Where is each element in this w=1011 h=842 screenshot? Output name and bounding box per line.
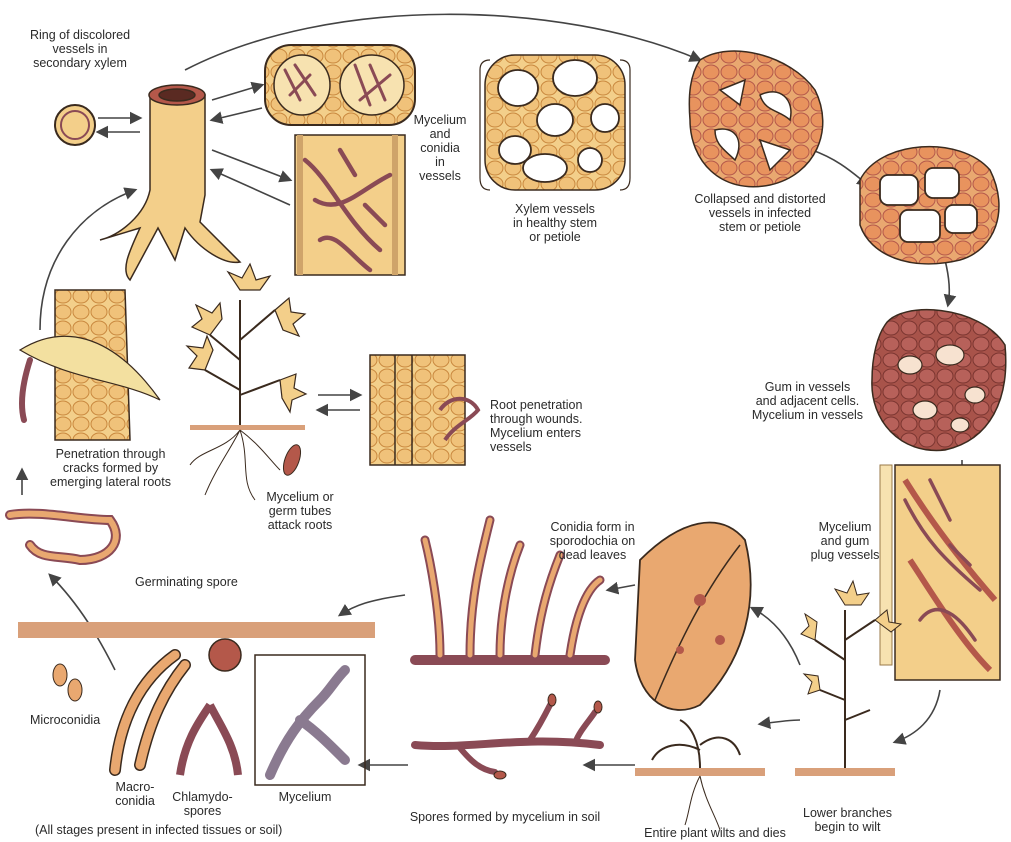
dead-leaf — [635, 523, 751, 710]
label-mycelium-conidia-vessels: Mycelium and conidia in vessels — [405, 113, 475, 183]
arrow-topcells-to-stem — [212, 108, 262, 120]
arrow-sporodochia-to-soil — [340, 595, 405, 615]
arrow-plug-to-plant — [895, 690, 940, 742]
label-gum-in-vessels: Gum in vessels and adjacent cells. Mycel… — [745, 380, 870, 422]
arrow-stem-to-topcells — [212, 85, 262, 100]
germinating-spore — [10, 514, 116, 560]
label-mycelium-germ-tubes: Mycelium or germ tubes attack roots — [255, 490, 345, 532]
label-mycelium: Mycelium — [265, 790, 345, 804]
spore-stages — [53, 639, 365, 785]
vessel-hyphae — [295, 135, 405, 275]
soil-mycelium — [415, 694, 602, 779]
label-ring-discolored: Ring of discolored vessels in secondary … — [25, 28, 135, 70]
label-germinating-spore: Germinating spore — [135, 575, 265, 589]
infected-cells-top — [265, 45, 415, 125]
arrow-lower-to-wilt — [760, 720, 800, 724]
label-all-stages: (All stages present in infected tissues … — [35, 823, 335, 837]
healthy-xylem — [480, 55, 630, 190]
root-penetration-block — [370, 355, 478, 465]
label-conidia-sporodochia: Conidia form in sporodochia on dead leav… — [540, 520, 645, 562]
soil-line — [18, 622, 375, 638]
stem-base — [100, 85, 240, 280]
label-chlamydospores: Chlamydo- spores — [165, 790, 240, 818]
cells-right — [860, 147, 999, 264]
label-collapsed-distorted: Collapsed and distorted vessels in infec… — [680, 192, 840, 234]
collapsed-vessels — [689, 51, 822, 187]
ring-cross-section — [55, 105, 95, 145]
label-macroconidia: Macro- conidia — [105, 780, 165, 808]
label-xylem-healthy: Xylem vessels in healthy stem or petiole — [495, 202, 615, 244]
arrow-leaf-to-sporodochia — [608, 585, 635, 590]
label-mycelium-gum-plug: Mycelium and gum plug vessels — [810, 520, 880, 562]
arrow-stem-to-collapsed — [185, 14, 700, 70]
arrow-cells-to-gum — [945, 260, 949, 305]
gum-tissue — [872, 310, 1006, 451]
label-lower-branches-wilt: Lower branches begin to wilt — [790, 806, 905, 834]
arrow-plant-to-leaf — [752, 608, 800, 665]
label-entire-plant-wilts: Entire plant wilts and dies — [630, 826, 800, 840]
label-root-penetration: Root penetration through wounds. Myceliu… — [490, 398, 610, 454]
plug-vessel — [880, 465, 1000, 680]
label-spores-formed-soil: Spores formed by mycelium in soil — [390, 810, 620, 824]
label-microconidia: Microconidia — [30, 713, 120, 727]
young-plant — [187, 264, 306, 500]
label-penetration-cracks: Penetration through cracks formed by eme… — [28, 447, 193, 489]
